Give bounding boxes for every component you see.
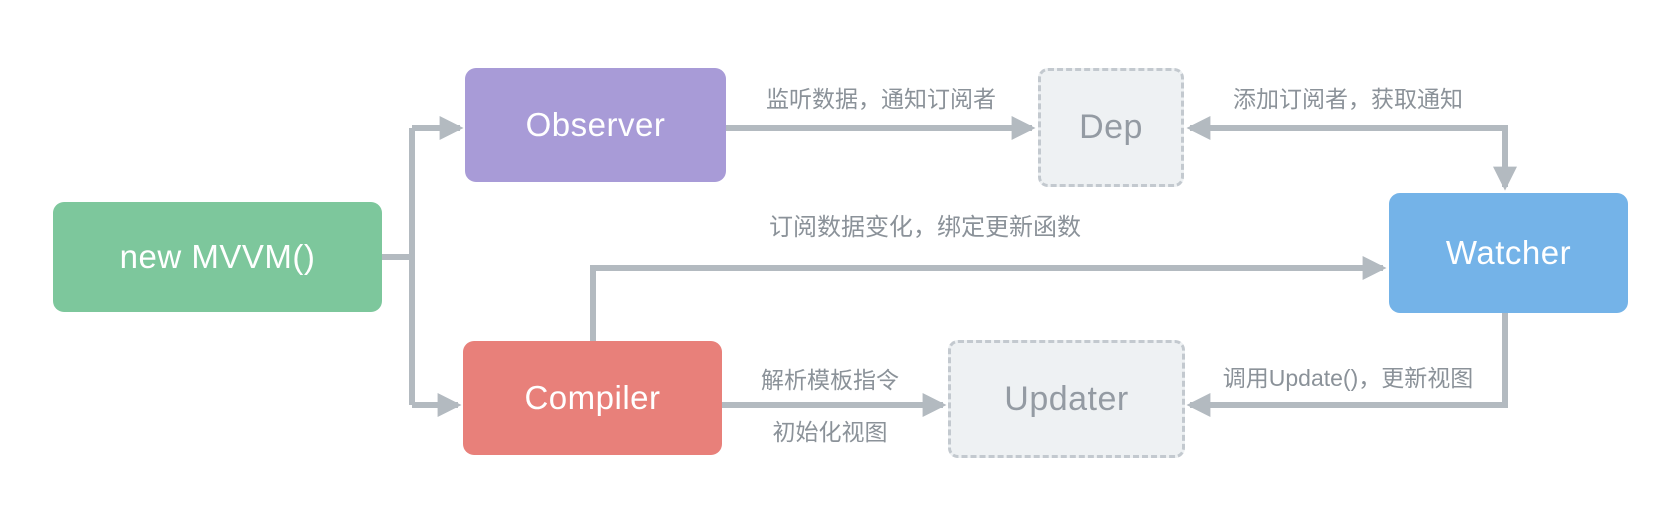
edge-label-compiler-to-watcher: 订阅数据变化，绑定更新函数 xyxy=(769,214,1081,241)
node-updater: Updater xyxy=(948,340,1185,458)
node-observer: Observer xyxy=(465,68,726,182)
edge-label-watcher-to-updater: 调用Update()，更新视图 xyxy=(1222,365,1474,391)
node-dep: Dep xyxy=(1038,68,1184,187)
node-compiler: Compiler xyxy=(463,341,722,455)
edge-label-watcher-to-dep: 添加订阅者，获取通知 xyxy=(1233,86,1463,112)
edge-compiler-to-watcher xyxy=(590,256,1387,341)
node-watcher: Watcher xyxy=(1389,193,1628,313)
edge-label-init-view: 初始化视图 xyxy=(772,419,888,445)
edge-watcher-to-updater xyxy=(1186,313,1508,417)
node-new-mvvm: new MVVM() xyxy=(53,202,382,312)
edge-label-parse-template: 解析模板指令 xyxy=(761,367,899,393)
edge-label-observer-to-dep: 监听数据，通知订阅者 xyxy=(766,86,996,112)
